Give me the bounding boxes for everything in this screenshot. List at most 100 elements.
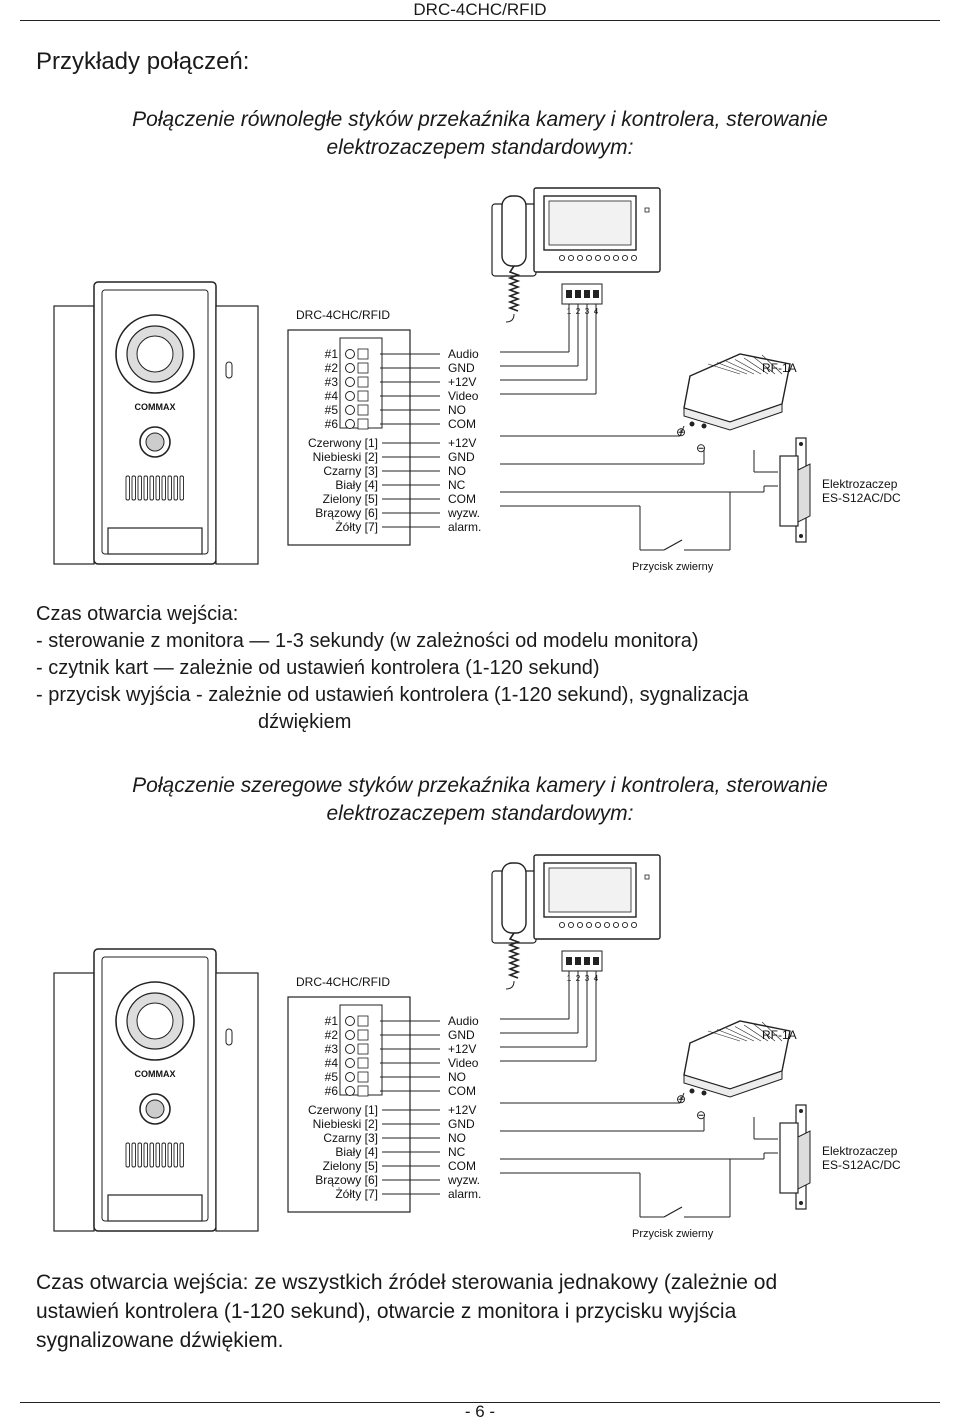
serial-heading-line-1: Połączenie szeregowe styków przekaźnika … <box>132 774 828 797</box>
lock-label-1: Elektrozaczep <box>822 1144 898 1158</box>
wire-color-label: Brązowy [6] <box>315 1173 378 1187</box>
terminal-signal: COM <box>448 1084 476 1098</box>
terminal-signal: Video <box>448 389 479 403</box>
parallel-heading: Połączenie równoległe styków przekaźnika… <box>0 106 960 162</box>
parallel-opening-times: Czas otwarcia wejścia: - sterowanie z mo… <box>36 601 749 736</box>
power-supply-vent <box>743 1024 769 1042</box>
speaker-grille-slot <box>161 475 166 501</box>
wire-color-label: Brązowy [6] <box>315 506 378 520</box>
terminal-label: #5 <box>325 1070 339 1084</box>
speaker-grille-slot <box>173 1142 178 1168</box>
wire-signal: NO <box>448 464 466 478</box>
terminal-slot <box>357 362 369 374</box>
wire-color-label: Niebieski [2] <box>313 450 378 464</box>
power-supply-vent <box>725 360 755 375</box>
power-supply-screw <box>701 423 707 429</box>
monitor-button-icon <box>603 921 611 929</box>
minus-terminal-icon: ⊖ <box>696 1108 706 1122</box>
wire-signal: alarm. <box>448 520 481 534</box>
terminal-label: #4 <box>325 389 339 403</box>
screw-terminal-icon <box>345 1086 355 1096</box>
power-supply-vent <box>743 357 769 375</box>
serial-heading-line-2: elektrozaczepem standardowym: <box>326 802 634 825</box>
monitor-button-icon <box>576 921 584 929</box>
wire-color-label: Czerwony [1] <box>308 1103 378 1117</box>
wire-signal: GND <box>448 1117 475 1131</box>
handset-cord-end <box>505 980 515 990</box>
speaker-grille-slot <box>125 1142 130 1168</box>
power-supply-vent <box>752 1023 776 1042</box>
wire-color-label: Żółty [7] <box>335 520 378 534</box>
opening-time-line: dźwiękiem <box>258 711 352 733</box>
parallel-heading-line-2: elektrozaczepem standardowym: <box>326 136 634 159</box>
controller-model-label: DRC-4CHC/RFID <box>296 308 390 322</box>
serial-opening-times: Czas otwarcia wejścia: ze wszystkich źró… <box>36 1268 926 1355</box>
minus-terminal-icon: ⊖ <box>696 441 706 455</box>
wire-signal: COM <box>448 492 476 506</box>
power-supply-screw <box>689 1088 695 1094</box>
speaker-grille-slot <box>131 1142 136 1168</box>
wire-color-label: Czarny [3] <box>323 464 378 478</box>
screw-terminal-icon <box>345 391 355 401</box>
lock-label-1: Elektrozaczep <box>822 477 898 491</box>
monitor-button-icon <box>585 254 593 262</box>
monitor-led <box>644 874 650 880</box>
monitor-terminal-pin <box>584 290 590 298</box>
monitor-button-icon <box>630 254 638 262</box>
monitor-button-icon <box>594 254 602 262</box>
power-supply-vent <box>734 1026 762 1042</box>
terminal-slot <box>357 404 369 416</box>
terminal-label: #4 <box>325 1056 339 1070</box>
handset <box>501 195 527 267</box>
monitor-terminal-pin <box>575 957 581 965</box>
screw-terminal-icon <box>345 419 355 429</box>
wire-color-label: Zielony [5] <box>323 492 378 506</box>
wire-color-label: Żółty [7] <box>335 1187 378 1201</box>
monitor-button-icon <box>621 921 629 929</box>
monitor-terminal-pin <box>593 290 599 298</box>
monitor-button-icon <box>567 254 575 262</box>
terminal-signal: Audio <box>448 347 479 361</box>
handset-cord <box>507 265 521 312</box>
camera-lens-inner <box>136 335 174 373</box>
wire-signal: alarm. <box>448 1187 481 1201</box>
commax-logo: COMMAX <box>135 402 176 412</box>
speaker-grille-slot <box>149 475 154 501</box>
terminal-slot <box>357 1029 369 1041</box>
monitor-button-icon <box>576 254 584 262</box>
serial-time-line-2: ustawień kontrolera (1-120 sekund), otwa… <box>36 1300 737 1323</box>
monitor-terminal-pin <box>575 290 581 298</box>
monitor-screen-inner <box>548 867 632 913</box>
footer-rule <box>20 1402 940 1403</box>
document-model-header: DRC-4CHC/RFID <box>413 0 547 19</box>
wire-signal: NC <box>448 1145 466 1159</box>
terminal-label: #2 <box>325 1028 339 1042</box>
terminal-label: #5 <box>325 403 339 417</box>
parallel-heading-line-1: Połączenie równoległe styków przekaźnika… <box>132 108 828 131</box>
monitor-button-icon <box>594 921 602 929</box>
screw-terminal-icon <box>345 377 355 387</box>
wire-signal: NC <box>448 478 466 492</box>
wire-12v <box>679 425 685 437</box>
terminal-signal: NO <box>448 1070 466 1084</box>
wire-signal: NO <box>448 1131 466 1145</box>
screw-terminal-icon <box>345 1016 355 1026</box>
terminal-slot <box>357 418 369 430</box>
speaker-grille-slot <box>137 475 142 501</box>
speaker-grille-slot <box>155 1142 160 1168</box>
monitor-terminal-pin <box>566 957 572 965</box>
terminal-label: #2 <box>325 361 339 375</box>
monitor-button-icon <box>630 921 638 929</box>
monitor-terminal-pin <box>593 957 599 965</box>
power-supply-base <box>683 1070 783 1098</box>
wire-12v <box>679 1092 685 1104</box>
camera-lens-inner <box>136 1002 174 1040</box>
power-supply-vent <box>761 1021 783 1042</box>
wire-signal: +12V <box>448 1103 476 1117</box>
controller-model-label: DRC-4CHC/RFID <box>296 975 390 989</box>
serial-heading: Połączenie szeregowe styków przekaźnika … <box>0 772 960 828</box>
power-supply-base <box>683 403 783 431</box>
terminal-signal: +12V <box>448 375 476 389</box>
page-number: - 6 - <box>464 1402 496 1421</box>
